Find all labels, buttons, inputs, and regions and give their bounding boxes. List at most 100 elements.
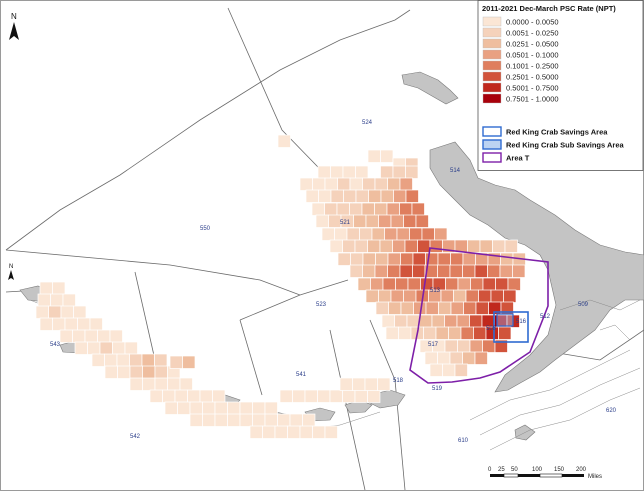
psc-grid-cell (423, 326, 437, 340)
legend-class-label: 0.5001 - 0.7500 (506, 84, 559, 93)
psc-grid-cell (361, 202, 375, 216)
psc-grid-cell (39, 317, 53, 331)
psc-grid-cell (305, 189, 319, 203)
legend-class-label: 0.0251 - 0.0500 (506, 40, 559, 49)
psc-grid-cell (317, 389, 331, 403)
psc-grid-cell (177, 401, 191, 415)
psc-grid-cell (167, 377, 181, 391)
psc-grid-cell (91, 353, 105, 367)
psc-grid-cell (469, 314, 483, 328)
psc-grid-cell (324, 425, 338, 439)
psc-grid-cell (355, 189, 369, 203)
area-label-521: 521 (340, 220, 351, 226)
psc-grid-cell (463, 301, 477, 315)
psc-grid-cell (169, 355, 183, 369)
psc-grid-cell (374, 202, 388, 216)
psc-grid-cell (264, 413, 278, 427)
psc-grid-cell (440, 289, 454, 303)
psc-grid-cell (375, 252, 389, 266)
legend-swatch (482, 16, 502, 27)
alaska-mainland (429, 141, 644, 393)
psc-grid-cell (77, 317, 91, 331)
psc-grid-cell (400, 252, 414, 266)
psc-grid-cell (277, 413, 291, 427)
psc-grid-cell (116, 353, 130, 367)
legend-swatch (482, 82, 502, 93)
psc-grid-cell (324, 177, 338, 191)
psc-grid-cell (429, 239, 443, 253)
legend-class-label: 0.2501 - 0.5000 (506, 73, 559, 82)
area-label-610: 610 (458, 438, 469, 444)
psc-grid-cell (499, 264, 513, 278)
psc-grid-cell (318, 189, 332, 203)
psc-grid-cell (315, 214, 329, 228)
psc-grid-cell (374, 264, 388, 278)
psc-grid-cell (355, 165, 369, 179)
psc-grid-cell (392, 239, 406, 253)
psc-grid-cell (378, 289, 392, 303)
legend-overlay-swatch (482, 152, 502, 163)
psc-grid-cell (407, 277, 421, 291)
psc-grid-cell (239, 401, 253, 415)
contour-5 (599, 324, 631, 341)
boundary-line-550-south (5, 249, 301, 296)
psc-grid-cell (109, 329, 123, 343)
psc-grid-cell (336, 202, 350, 216)
psc-grid-cell (421, 227, 435, 241)
psc-grid-cell (129, 377, 143, 391)
psc-grid-cell (349, 202, 363, 216)
psc-grid-cell (431, 314, 445, 328)
contour-4 (559, 299, 641, 311)
psc-grid-cell (387, 177, 401, 191)
psc-grid-cell (299, 425, 313, 439)
psc-grid-cell (154, 353, 168, 367)
psc-grid-cell (399, 202, 413, 216)
psc-grid-cell (149, 389, 163, 403)
psc-grid-cell (62, 293, 76, 307)
psc-grid-cell (437, 264, 451, 278)
contour-1 (469, 349, 631, 421)
psc-grid-cell (504, 239, 518, 253)
psc-grid-cell (393, 189, 407, 203)
psc-grid-cell (442, 363, 456, 377)
psc-grid-cell (492, 239, 506, 253)
psc-grid-cell (274, 425, 288, 439)
psc-grid-cell (375, 301, 389, 315)
psc-grid-cell (187, 389, 201, 403)
psc-grid-cell (498, 326, 512, 340)
boundary-line-541-east (329, 329, 366, 491)
psc-grid-cell (473, 326, 487, 340)
psc-grid-cell (334, 227, 348, 241)
psc-grid-cell (202, 413, 216, 427)
psc-grid-cell (450, 252, 464, 266)
psc-grid-cell (349, 264, 363, 278)
psc-grid-cell (72, 329, 86, 343)
psc-grid-cell (330, 189, 344, 203)
psc-grid-cell (371, 227, 385, 241)
psc-grid-cell (142, 365, 156, 379)
north-arrow-label: N (11, 12, 17, 21)
psc-grid-cell (354, 389, 368, 403)
legend-swatch (482, 38, 502, 49)
psc-grid-cell (352, 377, 366, 391)
legend-class-label: 0.0000 - 0.0050 (506, 18, 559, 27)
psc-grid-cell (324, 202, 338, 216)
psc-grid-cell (392, 165, 406, 179)
psc-grid-cell (370, 277, 384, 291)
psc-grid-cell (400, 301, 414, 315)
inset-north-arrow: N (8, 264, 14, 280)
psc-grid-cell (321, 227, 335, 241)
psc-grid-cell (467, 239, 481, 253)
area-label-508: 508 (486, 326, 497, 332)
psc-grid-cell (304, 389, 318, 403)
scale-tick-25: 25 (498, 467, 505, 473)
psc-grid-cell (252, 401, 266, 415)
area-label-512: 512 (540, 314, 551, 320)
scale-bar-segment-4 (539, 473, 563, 478)
area-label-514: 514 (450, 168, 461, 174)
psc-grid-cell (337, 252, 351, 266)
psc-grid-cell (367, 389, 381, 403)
psc-grid-cell (387, 264, 401, 278)
psc-grid-cell (479, 239, 493, 253)
